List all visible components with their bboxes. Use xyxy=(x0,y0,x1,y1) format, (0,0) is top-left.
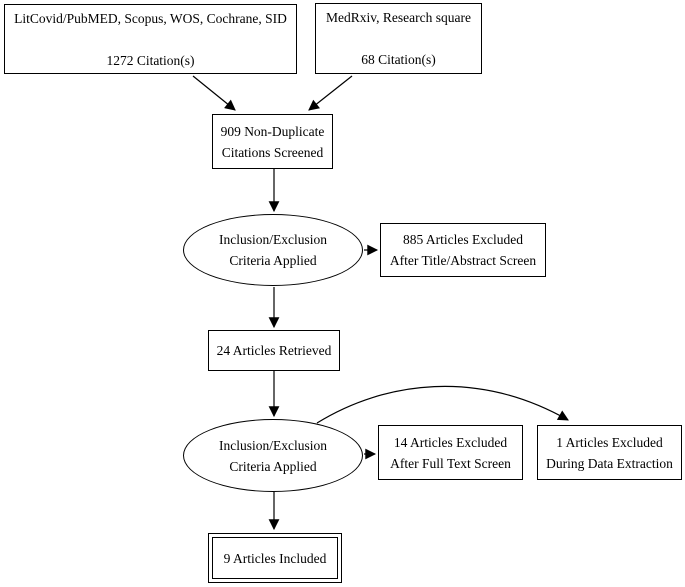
node-excluded-full-text-line1: 14 Articles Excluded xyxy=(393,434,508,450)
node-criteria-applied-2: Inclusion/Exclusion Criteria Applied xyxy=(183,419,363,492)
node-excluded-data-extraction-line2: During Data Extraction xyxy=(546,455,673,471)
node-preprint-sources: MedRxiv, Research square 68 Citation(s) xyxy=(315,3,482,74)
node-criteria-applied-1-line1: Inclusion/Exclusion xyxy=(219,232,327,247)
node-articles-included-line1: 9 Articles Included xyxy=(223,550,327,566)
node-excluded-title-abstract-line1: 885 Articles Excluded xyxy=(403,232,523,247)
node-preprint-sources-count: 68 Citation(s) xyxy=(361,52,436,67)
node-excluded-data-extraction-line1: 1 Articles Excluded xyxy=(556,434,663,450)
node-criteria-applied-1: Inclusion/Exclusion Criteria Applied xyxy=(183,214,363,286)
node-articles-included: 9 Articles Included xyxy=(208,533,342,583)
node-excluded-title-abstract-line2: After Title/Abstract Screen xyxy=(389,253,537,268)
node-criteria-applied-2-line2: Criteria Applied xyxy=(229,458,317,474)
node-nonduplicate-screened-line1: 909 Non-Duplicate xyxy=(220,123,325,139)
node-primary-sources-count: 1272 Citation(s) xyxy=(106,52,195,68)
node-excluded-data-extraction: 1 Articles Excluded During Data Extracti… xyxy=(537,425,682,480)
node-primary-sources-label: LitCovid/PubMED, Scopus, WOS, Cochrane, … xyxy=(14,10,287,26)
node-preprint-sources-label: MedRxiv, Research square xyxy=(326,10,471,25)
node-excluded-full-text-line2: After Full Text Screen xyxy=(390,455,511,471)
node-primary-sources: LitCovid/PubMED, Scopus, WOS, Cochrane, … xyxy=(4,4,297,74)
node-articles-included-border: 9 Articles Included xyxy=(212,537,338,579)
arrow-preprint-to-screened xyxy=(308,75,353,111)
node-criteria-applied-2-line1: Inclusion/Exclusion xyxy=(219,437,327,453)
node-nonduplicate-screened-line2: Citations Screened xyxy=(221,144,324,160)
node-articles-retrieved-line1: 24 Articles Retrieved xyxy=(216,343,332,358)
arrow-primary-to-screened xyxy=(192,75,236,111)
node-nonduplicate-screened: 909 Non-Duplicate Citations Screened xyxy=(212,114,333,169)
node-excluded-full-text: 14 Articles Excluded After Full Text Scr… xyxy=(378,425,523,480)
node-articles-retrieved: 24 Articles Retrieved xyxy=(208,330,340,371)
node-criteria-applied-1-line2: Criteria Applied xyxy=(229,253,317,268)
node-excluded-title-abstract: 885 Articles Excluded After Title/Abstra… xyxy=(380,223,546,277)
arrow-criteria2-to-excluded-1 xyxy=(316,385,569,424)
